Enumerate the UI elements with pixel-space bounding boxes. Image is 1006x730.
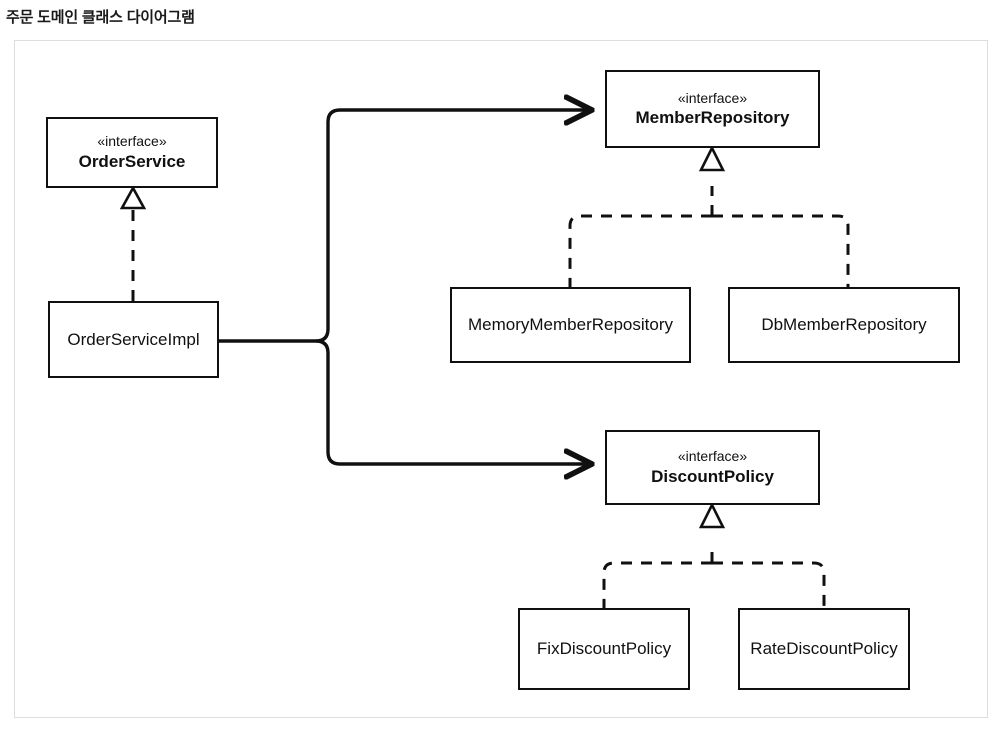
page-title: 주문 도메인 클래스 다이어그램 bbox=[6, 9, 195, 26]
class-box-member-repository[interactable]: «interface» MemberRepository bbox=[605, 70, 820, 148]
class-name: RateDiscountPolicy bbox=[750, 639, 898, 659]
realization-member-repository bbox=[568, 145, 850, 287]
class-box-discount-policy[interactable]: «interface» DiscountPolicy bbox=[605, 430, 820, 505]
class-name: DiscountPolicy bbox=[651, 466, 774, 486]
class-name: OrderService bbox=[78, 151, 186, 171]
stereotype-label: «interface» bbox=[677, 448, 748, 465]
realization-discount-policy bbox=[602, 502, 826, 608]
class-box-memory-member-repository[interactable]: MemoryMemberRepository bbox=[450, 287, 691, 363]
class-box-db-member-repository[interactable]: DbMemberRepository bbox=[728, 287, 960, 363]
class-box-rate-discount-policy[interactable]: RateDiscountPolicy bbox=[738, 608, 910, 690]
class-name: MemberRepository bbox=[635, 108, 790, 128]
class-name: MemoryMemberRepository bbox=[468, 315, 673, 335]
association-order-service-impl bbox=[219, 110, 592, 464]
class-box-order-service[interactable]: «interface» OrderService bbox=[46, 117, 218, 188]
stereotype-label: «interface» bbox=[677, 89, 748, 106]
class-box-fix-discount-policy[interactable]: FixDiscountPolicy bbox=[518, 608, 690, 690]
realization-order-service bbox=[119, 185, 147, 301]
class-name: OrderServiceImpl bbox=[67, 329, 200, 349]
class-name: FixDiscountPolicy bbox=[536, 639, 672, 659]
stereotype-label: «interface» bbox=[97, 133, 167, 150]
class-box-order-service-impl[interactable]: OrderServiceImpl bbox=[48, 301, 219, 378]
class-name: DbMemberRepository bbox=[761, 315, 927, 335]
